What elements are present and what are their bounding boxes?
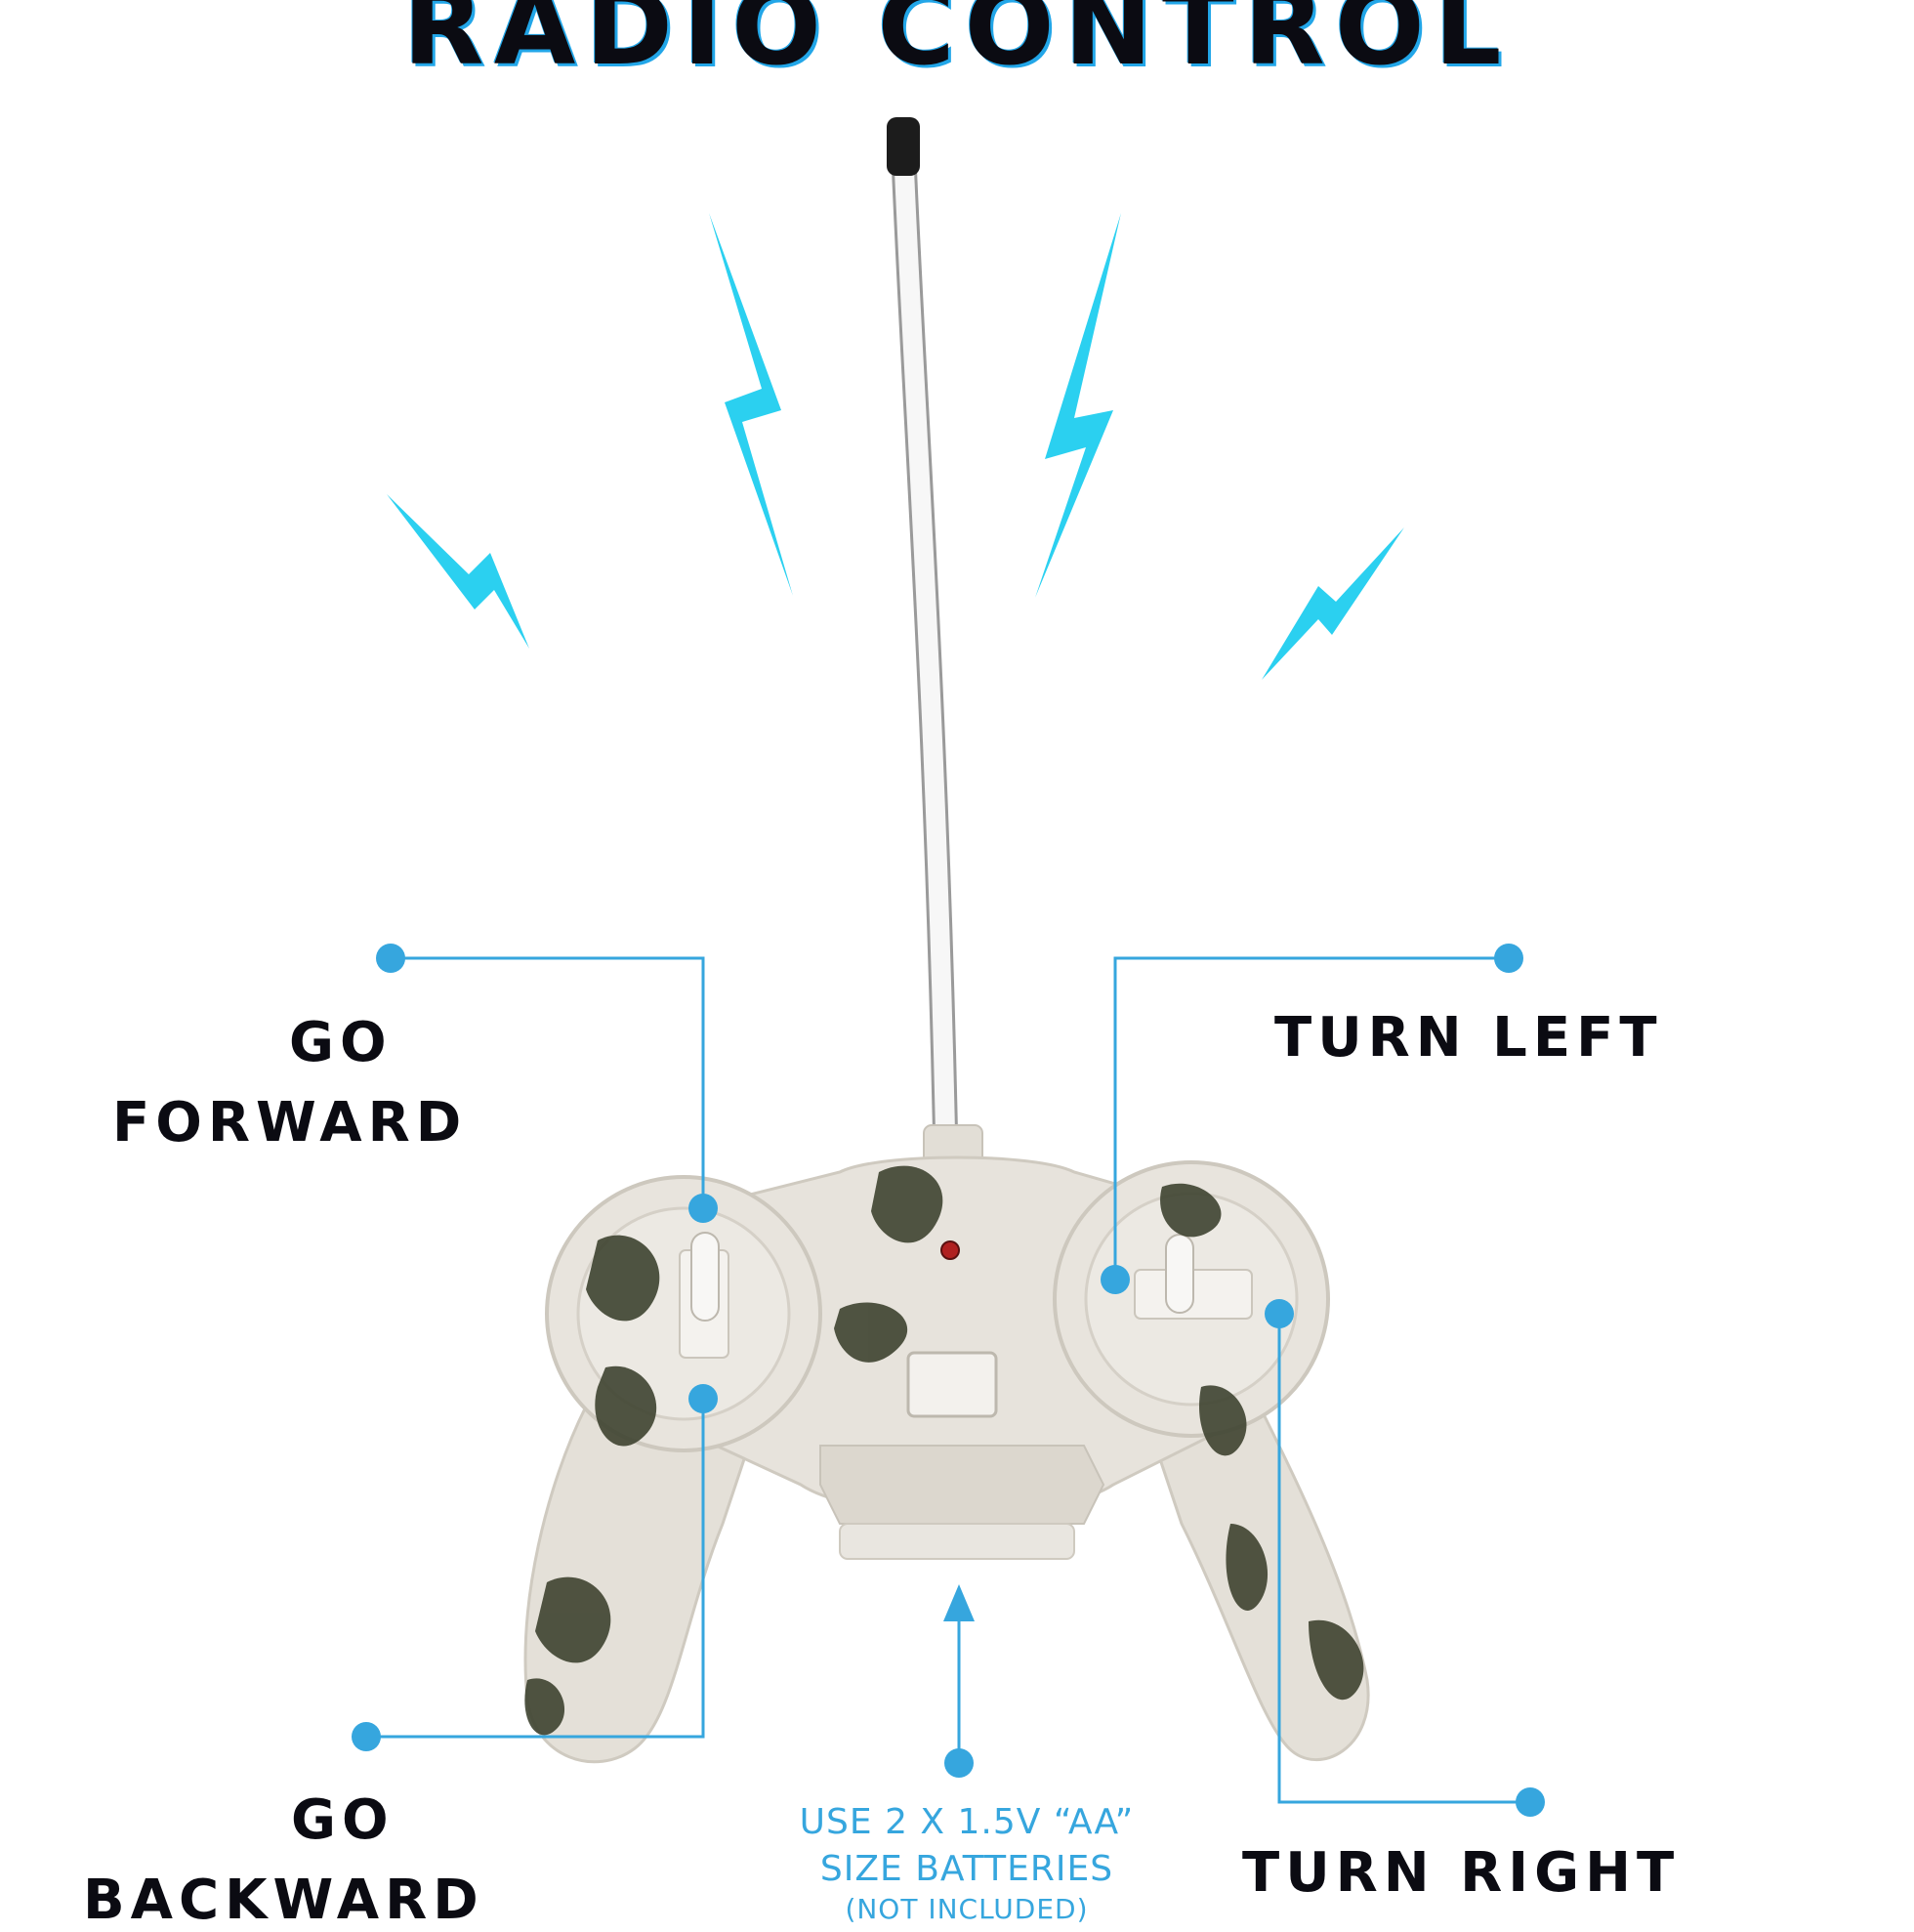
callout-lines [366, 956, 1530, 1804]
label-go-forward-line1: GO [289, 1011, 393, 1074]
controller-icon [523, 1124, 1370, 1764]
callout-dot-icon [352, 944, 1545, 1817]
label-go-backward-line1: GO [291, 1788, 395, 1852]
lightning-bolt-icon [1035, 213, 1121, 598]
lightning-bolt-icon [1262, 527, 1404, 680]
antenna-icon [887, 117, 958, 1146]
battery-note: USE 2 X 1.5V “AA” SIZE BATTERIES (NOT IN… [771, 1799, 1162, 1926]
lightning-bolt-icon [387, 494, 529, 649]
page-title: RADIO CONTROL [402, 0, 1512, 89]
battery-note-line1: USE 2 X 1.5V “AA” [799, 1802, 1135, 1842]
label-go-forward-line2: FORWARD [112, 1091, 468, 1155]
battery-note-line3: (NOT INCLUDED) [845, 1893, 1089, 1925]
battery-note-line2: SIZE BATTERIES [819, 1849, 1114, 1889]
label-go-backward-line2: BACKWARD [83, 1869, 484, 1932]
lightning-bolt-icon [709, 213, 793, 596]
label-turn-right: TURN RIGHT [1242, 1841, 1681, 1905]
arrow-up-icon [943, 1584, 975, 1621]
label-turn-left: TURN LEFT [1274, 1006, 1663, 1070]
